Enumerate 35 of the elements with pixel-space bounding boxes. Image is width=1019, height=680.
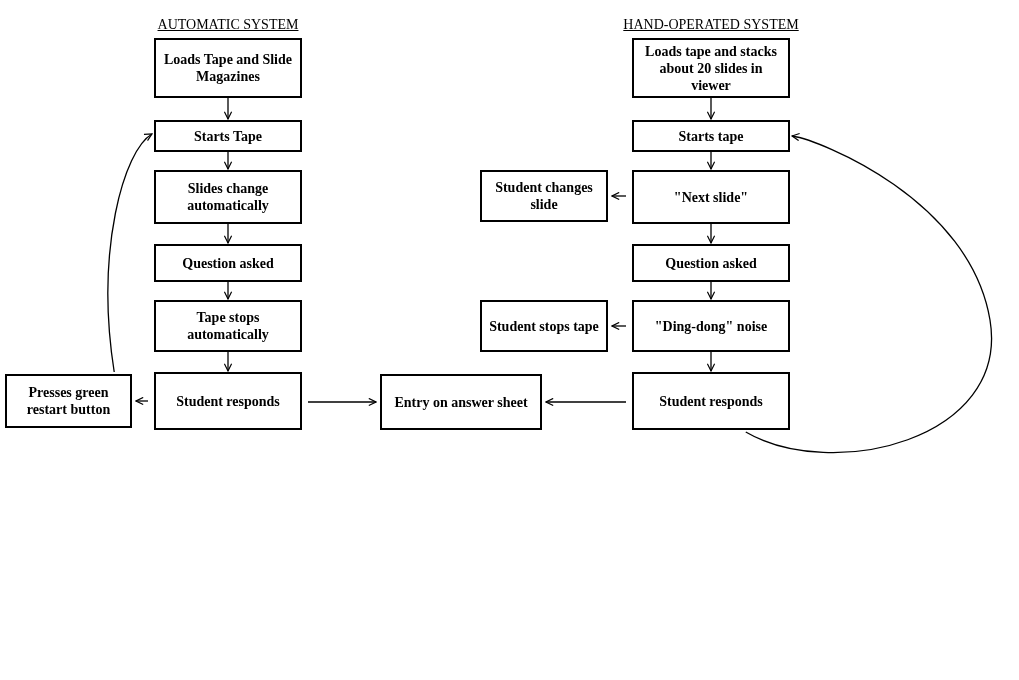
process-box: Student responds: [154, 372, 302, 430]
arrow: [545, 397, 627, 407]
column-heading: HAND-OPERATED SYSTEM: [623, 17, 799, 32]
arrow: [307, 397, 377, 407]
arrow: [745, 133, 992, 454]
process-box: Loads tape and stacks about 20 slides in viewer: [632, 38, 790, 98]
arrow: [223, 97, 233, 120]
process-box: Tape stops automatically: [154, 300, 302, 352]
process-box: Entry on answer sheet: [380, 374, 542, 430]
arrow: [107, 133, 153, 373]
process-box: Question asked: [154, 244, 302, 282]
process-box: Question asked: [632, 244, 790, 282]
process-box: "Ding-dong" noise: [632, 300, 790, 352]
arrow: [706, 223, 716, 244]
arrow: [706, 97, 716, 120]
process-box: Presses green restart button: [5, 374, 132, 428]
arrow: [135, 396, 149, 406]
process-box: Starts Tape: [154, 120, 302, 152]
process-box: Starts tape: [632, 120, 790, 152]
process-box: Student stops tape: [480, 300, 608, 352]
column-heading: AUTOMATIC SYSTEM: [157, 17, 299, 32]
arrow: [706, 151, 716, 170]
process-box: Student responds: [632, 372, 790, 430]
arrow: [223, 223, 233, 244]
process-box: "Next slide": [632, 170, 790, 224]
arrow: [611, 321, 627, 331]
arrow: [706, 351, 716, 372]
arrow: [223, 351, 233, 372]
arrow: [223, 281, 233, 300]
arrow: [611, 191, 627, 201]
process-box: Student changes slide: [480, 170, 608, 222]
process-box: Slides change automatically: [154, 170, 302, 224]
arrow: [706, 281, 716, 300]
process-box: Loads Tape and Slide Magazines: [154, 38, 302, 98]
arrow: [223, 151, 233, 170]
